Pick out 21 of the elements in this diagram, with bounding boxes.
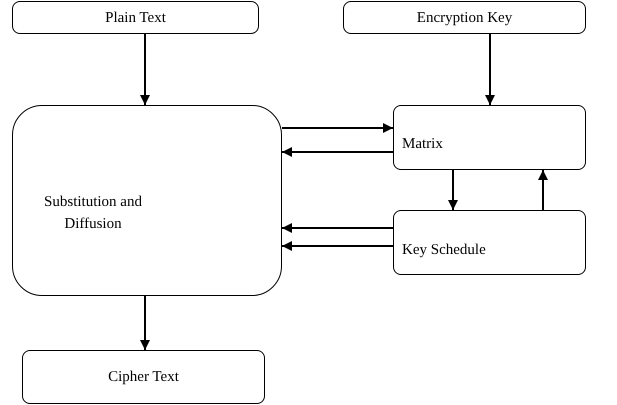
arrow (140, 296, 150, 350)
box-label: Matrix (401, 134, 444, 154)
arrow (282, 223, 393, 233)
arrow (282, 123, 393, 133)
arrow (282, 147, 393, 157)
arrow (448, 170, 458, 210)
arrow (538, 170, 548, 210)
box-label: Plain Text (104, 8, 167, 28)
process-box (393, 105, 586, 170)
box-label: Key Schedule (401, 240, 487, 260)
arrow (485, 34, 495, 105)
box-label: Encryption Key (416, 8, 514, 28)
process-box (12, 1, 259, 34)
process-box (343, 1, 586, 34)
box-label: Substitution and Diffusion (43, 192, 143, 234)
arrow (140, 34, 150, 105)
process-box (22, 350, 265, 404)
box-label: Cipher Text (107, 368, 180, 387)
process-box (393, 210, 586, 275)
process-box (12, 105, 282, 296)
arrow (282, 241, 393, 251)
